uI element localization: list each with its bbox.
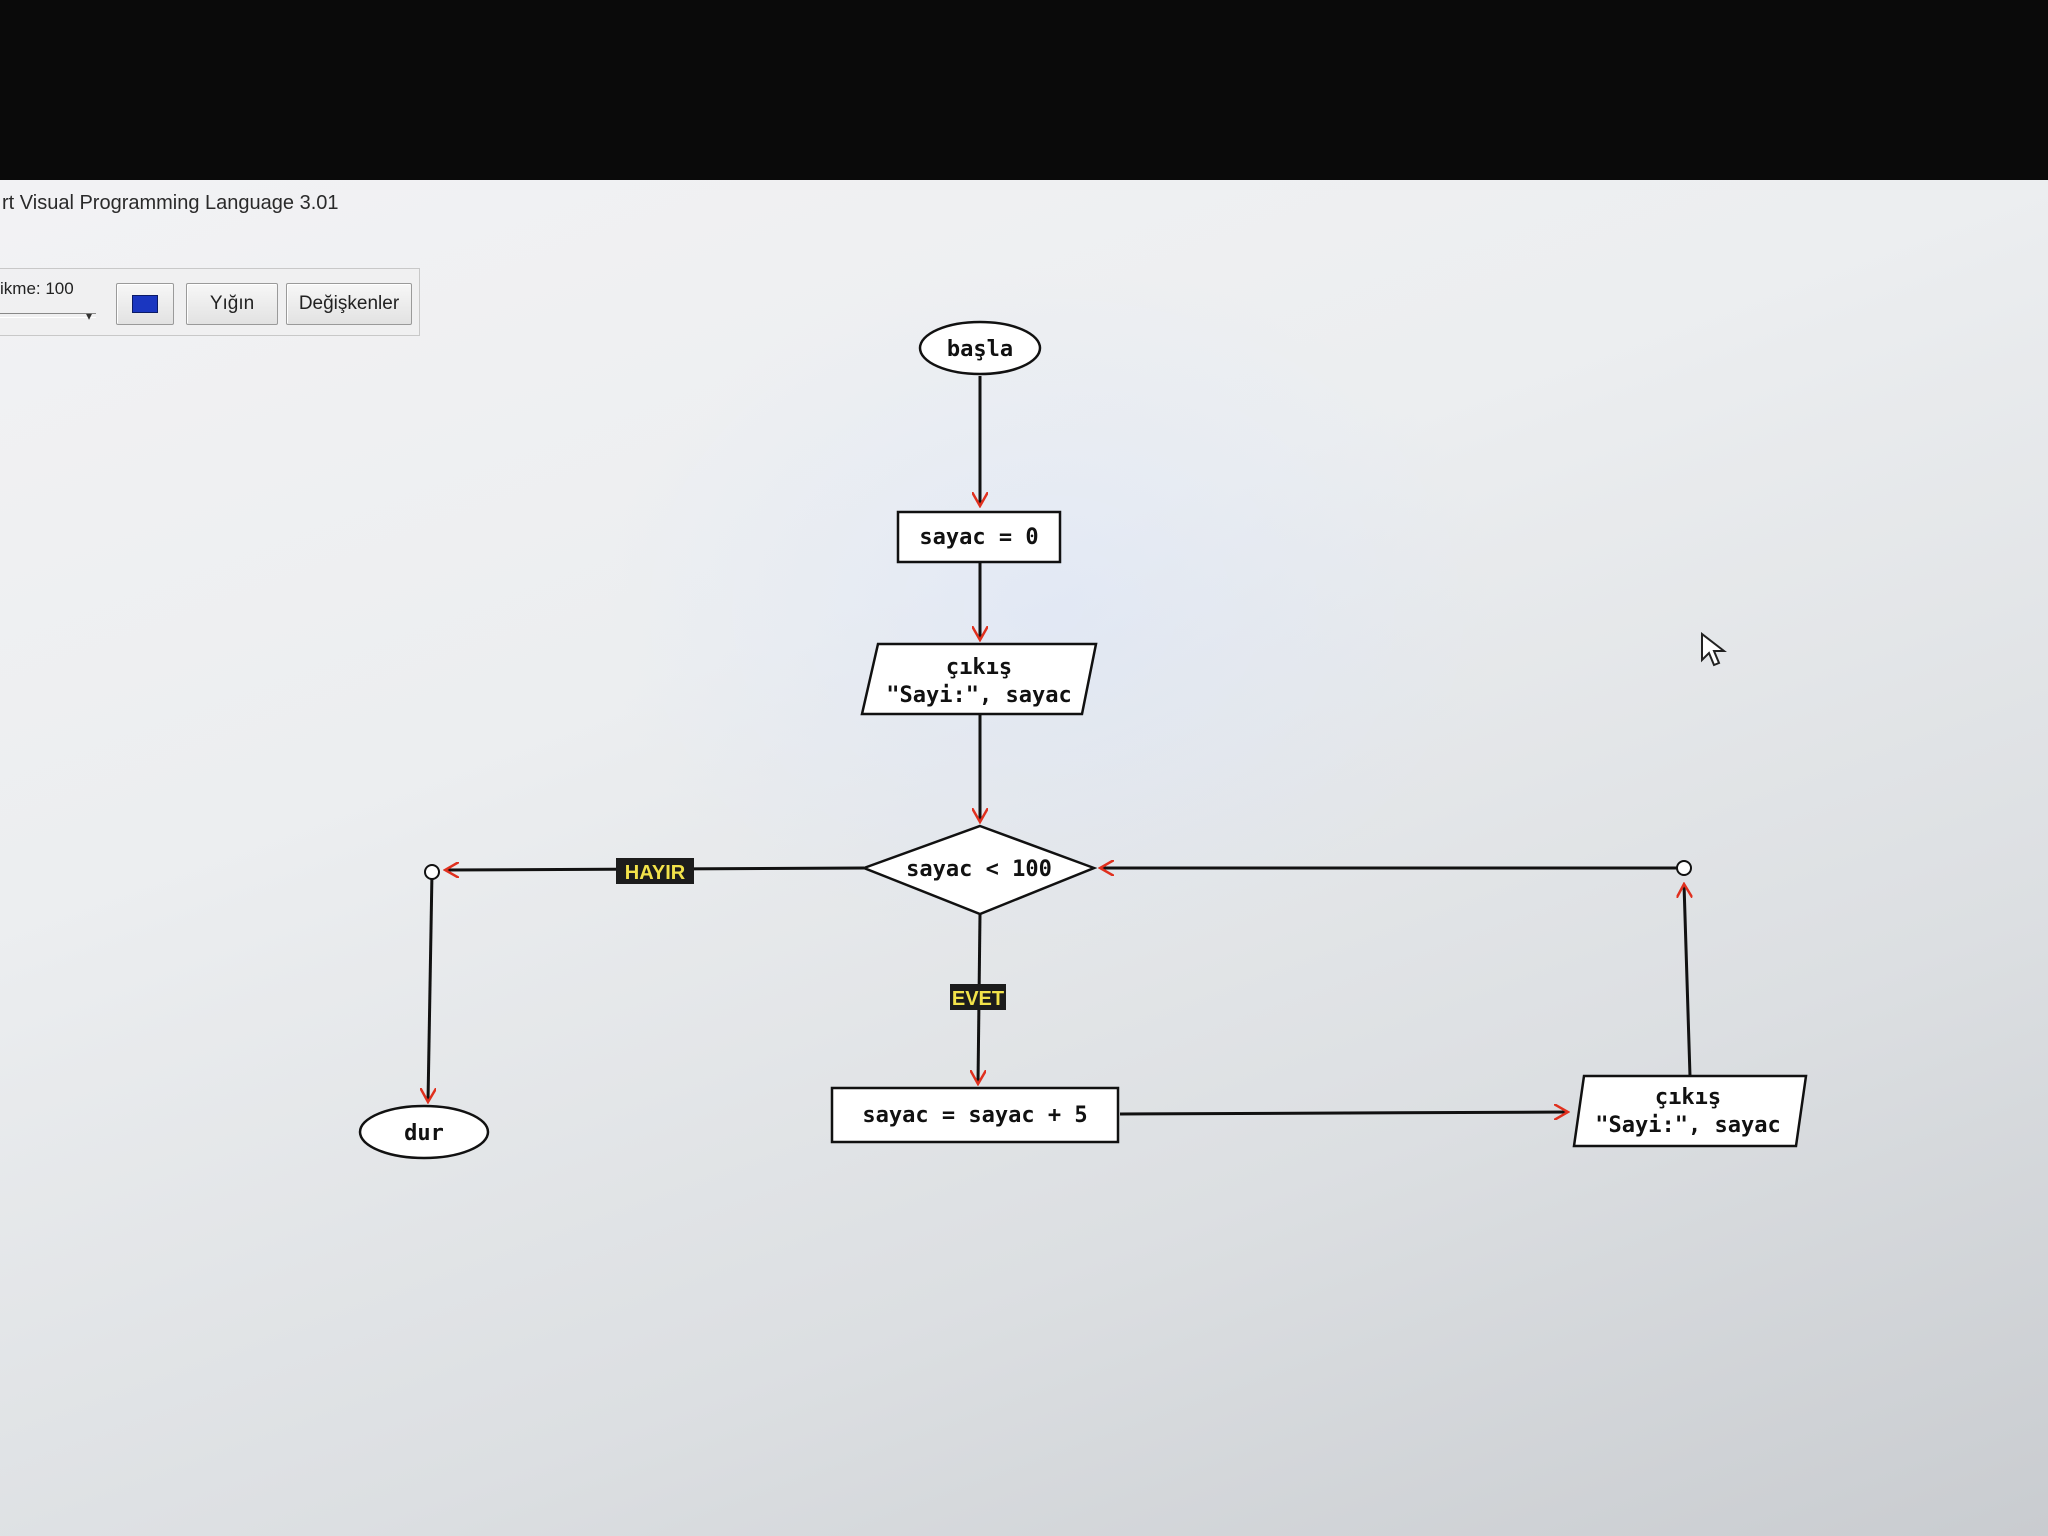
assign-init-text: sayac = 0 bbox=[919, 525, 1038, 550]
output2-line1: çıkış bbox=[1655, 1085, 1721, 1110]
end-node[interactable]: dur bbox=[358, 1104, 490, 1160]
speed-track[interactable] bbox=[0, 313, 96, 318]
title-bar: rt Visual Programming Language 3.01 bbox=[0, 180, 2048, 226]
connector-no-to-end bbox=[428, 871, 432, 1102]
yes-branch-label: EVET bbox=[950, 984, 1006, 1010]
output-node-1[interactable]: çıkış "Sayi:", sayac bbox=[860, 642, 1098, 716]
speed-slider[interactable]: ikme: 100 ▾ bbox=[0, 279, 100, 323]
speed-thumb[interactable]: ▾ bbox=[86, 309, 93, 323]
no-label-text: HAYIR bbox=[625, 862, 686, 884]
app-window: rt Visual Programming Language 3.01 ikme… bbox=[0, 180, 2048, 1536]
output1-line2: "Sayi:", sayac bbox=[886, 683, 1071, 708]
assign-init-node[interactable]: sayac = 0 bbox=[896, 510, 1062, 564]
assign-inc-text: sayac = sayac + 5 bbox=[862, 1103, 1087, 1128]
connector-output2-up bbox=[1684, 884, 1690, 1077]
connector-inc-to-output2 bbox=[1119, 1112, 1568, 1114]
variables-button[interactable]: Değişkenler bbox=[286, 283, 412, 325]
junction-left bbox=[424, 864, 440, 880]
assign-inc-node[interactable]: sayac = sayac + 5 bbox=[830, 1086, 1120, 1144]
start-text: başla bbox=[947, 337, 1013, 362]
decision-node[interactable]: sayac < 100 bbox=[860, 824, 1098, 916]
no-branch-label: HAYIR bbox=[616, 858, 694, 884]
junction-right bbox=[1676, 860, 1692, 876]
output2-line2: "Sayi:", sayac bbox=[1595, 1113, 1780, 1138]
speed-label: ikme: 100 bbox=[0, 279, 74, 298]
start-node[interactable]: başla bbox=[918, 320, 1042, 376]
window-title: rt Visual Programming Language 3.01 bbox=[2, 191, 339, 214]
color-swatch-icon bbox=[132, 295, 158, 313]
end-text: dur bbox=[404, 1121, 444, 1146]
stack-button[interactable]: Yığın bbox=[186, 283, 278, 325]
output-node-2[interactable]: çıkış "Sayi:", sayac bbox=[1572, 1074, 1808, 1148]
mouse-pointer-icon bbox=[1701, 632, 1727, 667]
color-button[interactable] bbox=[116, 283, 174, 325]
toolbar: ikme: 100 ▾ Yığın Değişkenler bbox=[0, 268, 420, 336]
decision-text: sayac < 100 bbox=[906, 857, 1052, 882]
yes-label-text: EVET bbox=[952, 988, 1004, 1010]
flowchart-canvas: başla sayac = 0 çıkış "Sayi:", sayac say… bbox=[358, 320, 1808, 1160]
output1-line1: çıkış bbox=[946, 655, 1012, 680]
